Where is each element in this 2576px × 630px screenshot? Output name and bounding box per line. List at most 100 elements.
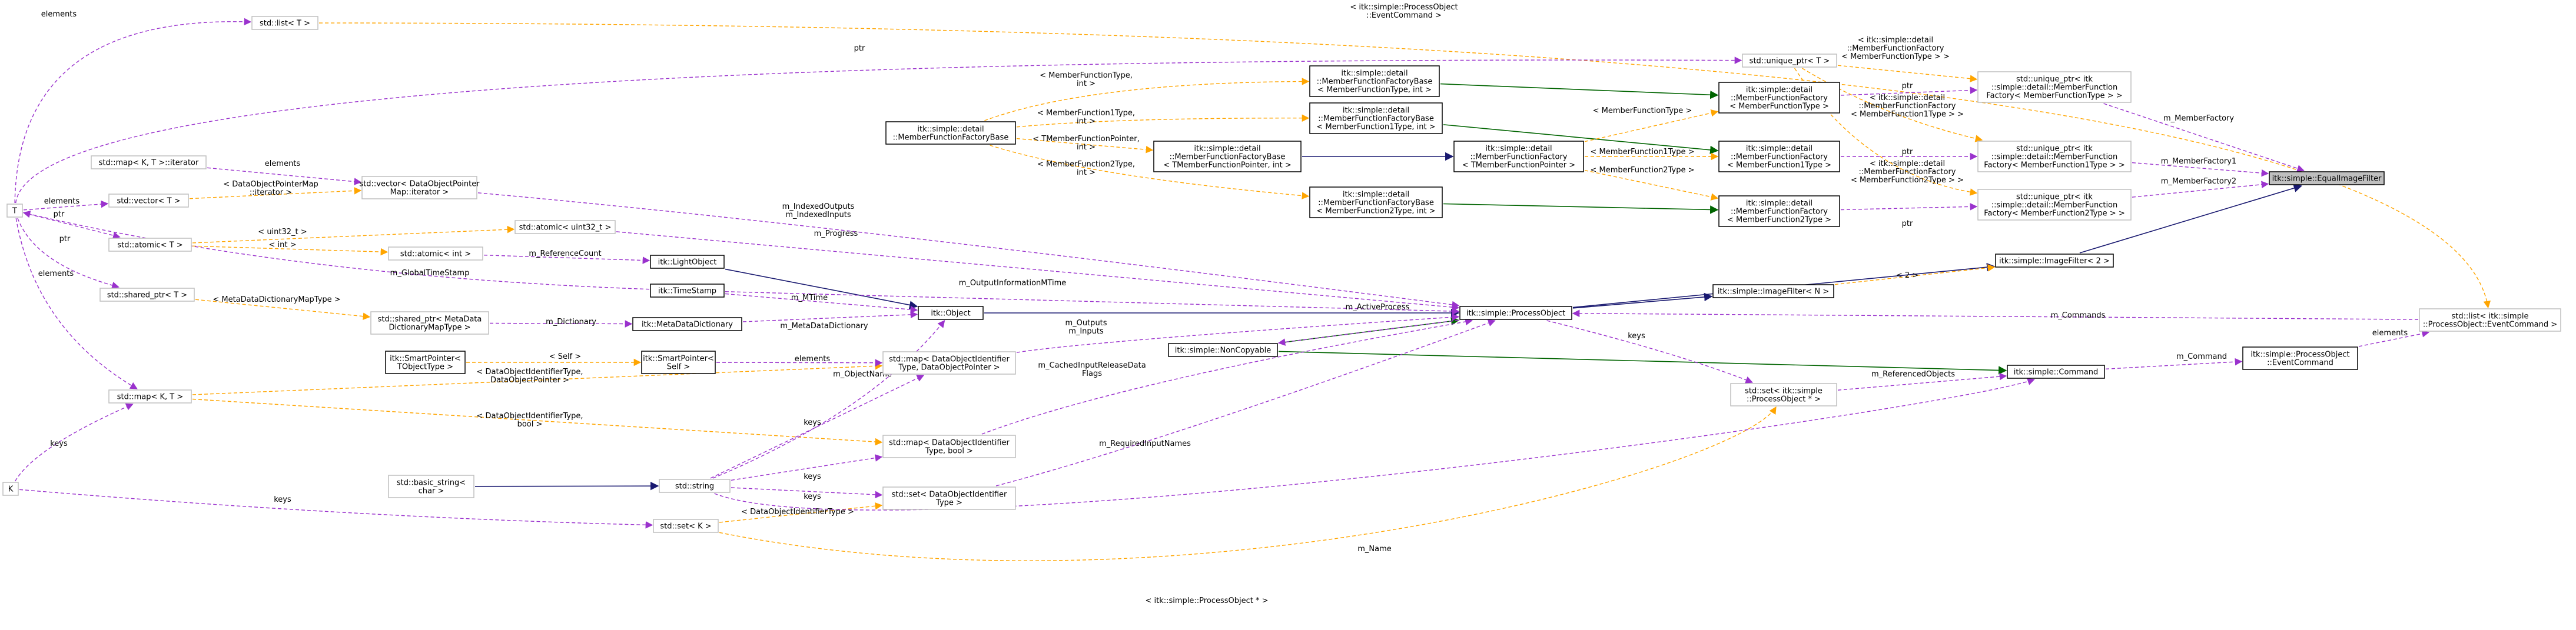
class-node-mfbT[interactable]: itk::simple::detail::MemberFunctionFacto… — [1153, 141, 1302, 172]
class-node-setpo[interactable]: std::set< itk::simple::ProcessObject * > — [1730, 383, 1837, 406]
class-node-label: itk::simple::NonCopyable — [1175, 346, 1271, 355]
edge-usage-atomicu32-to-processobject — [616, 231, 1460, 311]
edge-label-line: int > — [1077, 79, 1096, 88]
edge-tmpl-mffT-to-mff — [1584, 109, 1719, 142]
edge-label: < itk::simple::ProcessObject * > — [1145, 596, 1268, 605]
class-node-mapiter[interactable]: std::map< K, T >::iterator — [91, 155, 207, 169]
class-node-atomicint[interactable]: std::atomic< int > — [388, 246, 483, 261]
edge-label-line: m_ReferencedObjects — [1871, 370, 1955, 379]
edge-label: m_Progress — [814, 229, 858, 238]
class-node-mff[interactable]: itk::simple::detail::MemberFunctionFacto… — [1718, 82, 1840, 114]
class-node-label: std::unique_ptr< itk::simple::detail::Me… — [1986, 75, 2122, 101]
class-node-vectorT[interactable]: std::vector< T > — [108, 194, 189, 208]
class-node-K[interactable]: K — [2, 482, 19, 496]
class-node-mfb1[interactable]: itk::simple::detail::MemberFunctionFacto… — [1309, 102, 1443, 134]
class-node-mfb2[interactable]: itk::simple::detail::MemberFunctionFacto… — [1309, 186, 1443, 218]
class-node-mapKT[interactable]: std::map< K, T > — [108, 389, 192, 404]
class-node-label-line: ::MemberFunctionFactory — [1731, 94, 1828, 103]
edge-label-line: m_IndexedInputs — [785, 211, 851, 219]
class-node-label-line: itk::simple::detail — [1485, 145, 1552, 154]
class-node-label-line: std::list< T > — [260, 19, 310, 28]
edge-label-line: m_Commands — [2051, 311, 2106, 320]
class-node-mfbase[interactable]: itk::simple::detail::MemberFunctionFacto… — [885, 121, 1016, 145]
class-node-label-line: ::ProcessObject * > — [1747, 395, 1821, 404]
edge-label: < DataObjectPointerMap::iterator > — [223, 180, 318, 197]
class-node-string[interactable]: std::string — [659, 479, 731, 493]
class-node-label-line: itk::simple::Command — [2014, 368, 2098, 377]
class-node-timestamp[interactable]: itk::TimeStamp — [650, 284, 725, 298]
class-node-label: std::list< itk::simple::ProcessObject::E… — [2423, 312, 2557, 329]
edge-usage-listevent-to-processobject — [1572, 309, 2419, 320]
class-node-label-line: itk::simple::ProcessObject — [1466, 309, 1565, 318]
class-node-label-line: itk::simple::NonCopyable — [1175, 346, 1271, 355]
class-node-atomicT[interactable]: std::atomic< T > — [108, 238, 192, 252]
class-node-sharedT[interactable]: std::shared_ptr< T > — [99, 288, 195, 302]
class-node-box — [361, 176, 477, 199]
class-node-uptrMF[interactable]: std::unique_ptr< itk::simple::detail::Me… — [1977, 71, 2132, 103]
class-node-label-line: itk::SmartPointer< — [390, 355, 461, 364]
edge-tmpl-mfbase-to-mfb1 — [1016, 114, 1310, 128]
class-node-metadict[interactable]: itk::MetaDataDictionary — [632, 317, 742, 331]
edge-usage-mapiter-to-vectorDOP — [207, 167, 362, 185]
class-node-processobject[interactable]: itk::simple::ProcessObject — [1459, 306, 1572, 320]
class-node-command[interactable]: itk::simple::Command — [2007, 365, 2105, 379]
edge-prot-mfb-to-mff — [1440, 83, 1719, 99]
edge-label-line: m_RequiredInputNames — [1099, 439, 1191, 448]
class-node-uptrMF2[interactable]: std::unique_ptr< itk::simple::detail::Me… — [1977, 189, 2132, 221]
class-node-label: std::atomic< int > — [400, 250, 471, 259]
class-node-T[interactable]: T — [6, 204, 23, 218]
class-node-mff1[interactable]: itk::simple::detail::MemberFunctionFacto… — [1718, 141, 1840, 172]
class-node-mffT[interactable]: itk::simple::detail::MemberFunctionFacto… — [1453, 141, 1584, 172]
class-node-imagefilter2[interactable]: itk::simple::ImageFilter< 2 > — [1995, 254, 2114, 268]
edge-label-line: ::MemberFunctionFactory — [1858, 168, 1956, 176]
edge-usage-setDOI-to-processobject — [995, 319, 1496, 486]
class-node-object[interactable]: itk::Object — [918, 306, 984, 320]
class-node-imagefilterN[interactable]: itk::simple::ImageFilter< N > — [1712, 284, 1834, 298]
edge-label-line: int > — [1077, 117, 1096, 126]
class-node-label-line: itk::simple::detail — [1341, 69, 1407, 78]
class-node-setK[interactable]: std::set< K > — [653, 519, 719, 533]
class-node-uptrMF1[interactable]: std::unique_ptr< itk::simple::detail::Me… — [1977, 141, 2132, 172]
class-node-atomicu32[interactable]: std::atomic< uint32_t > — [514, 220, 616, 234]
class-node-eif[interactable]: itk::simple::EqualImageFilter — [2269, 171, 2385, 185]
class-node-mff2[interactable]: itk::simple::detail::MemberFunctionFacto… — [1718, 195, 1840, 227]
class-node-label-line: ::MemberFunctionFactory — [1470, 153, 1567, 162]
class-node-lightobject[interactable]: itk::LightObject — [650, 255, 725, 269]
edge-label: elements — [38, 269, 74, 278]
class-node-mfb[interactable]: itk::simple::detail::MemberFunctionFacto… — [1309, 65, 1440, 97]
class-node-box — [1309, 102, 1443, 134]
class-node-noncopyable[interactable]: itk::simple::NonCopyable — [1168, 343, 1278, 357]
class-node-box — [882, 351, 1016, 375]
edge-label-line: < itk::simple::ProcessObject — [1350, 3, 1458, 12]
class-node-smartptrT[interactable]: itk::SmartPointer<TObjectType > — [385, 351, 466, 374]
edge-usage-string-to-command — [714, 378, 2035, 511]
class-node-label-line: std::atomic< int > — [400, 250, 471, 259]
class-node-smartptrself[interactable]: itk::SmartPointer<Self > — [641, 351, 716, 374]
class-node-listevent[interactable]: std::list< itk::simple::ProcessObject::E… — [2419, 308, 2561, 332]
edge-label-line: m_ReferenceCount — [529, 249, 601, 258]
edge-usage-uptrMF1-to-eif — [2132, 162, 2269, 177]
edge-label: < itk::simple::detail::MemberFunctionFac… — [1851, 94, 1964, 119]
class-node-label: itk::simple::detail::MemberFunctionFacto… — [893, 125, 1009, 142]
edge-label-line: < 2 > — [1896, 271, 1918, 280]
class-node-label-line: ::MemberFunctionFactoryBase — [1317, 78, 1433, 86]
class-node-label-line: < TMemberFunctionPointer > — [1462, 161, 1575, 170]
edge-label: keys — [804, 418, 821, 427]
class-node-box — [882, 486, 1016, 510]
class-node-uniqueT[interactable]: std::unique_ptr< T > — [1742, 54, 1837, 68]
class-node-listT[interactable]: std::list< T > — [251, 16, 318, 30]
edge-label: keys — [804, 492, 821, 501]
class-node-label: itk::TimeStamp — [658, 287, 716, 296]
edge-label-line: m_Name — [1357, 545, 1392, 554]
class-node-poeventcmd[interactable]: itk::simple::ProcessObject::EventCommand — [2242, 346, 2358, 370]
class-node-basicstring[interactable]: std::basic_string<char > — [388, 475, 474, 498]
class-node-box — [1718, 195, 1840, 227]
edge-label: keys — [274, 495, 291, 504]
class-node-label-line: ::MemberFunctionFactoryBase — [1170, 153, 1286, 162]
